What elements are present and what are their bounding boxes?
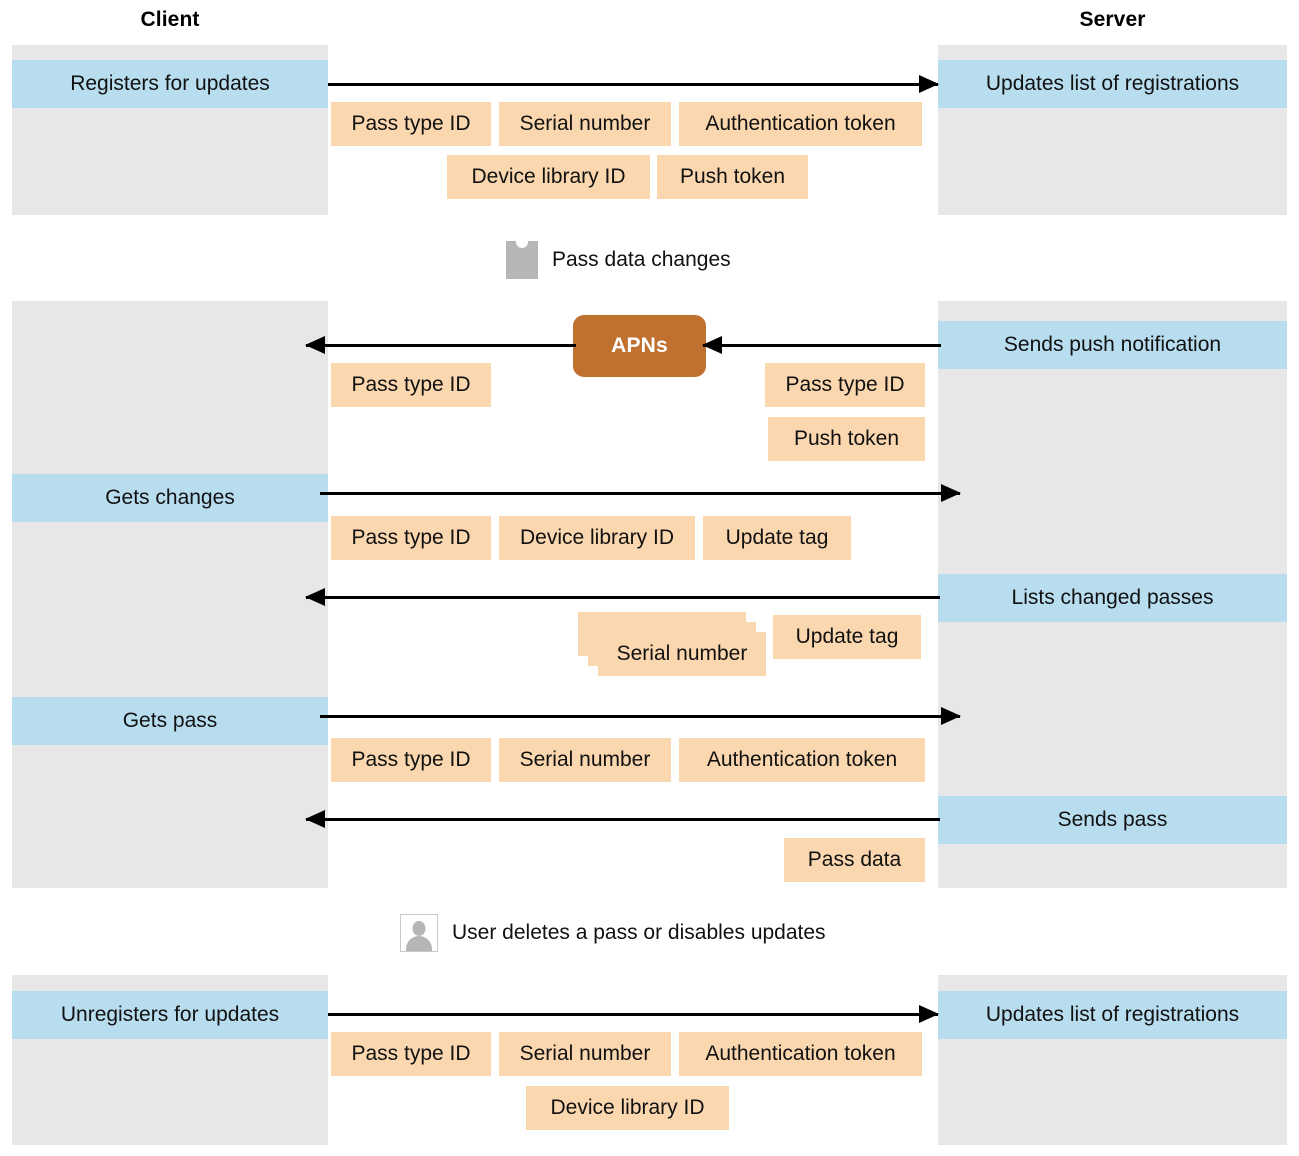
arrow-shaft [306, 595, 940, 599]
column-title-client: Client [140, 8, 200, 31]
payload-chip-label: Push token [793, 427, 900, 450]
arrow-shaft [320, 714, 960, 718]
payload-chip-label: Serial number [519, 748, 651, 771]
payload-chip: Pass type ID [331, 1032, 491, 1076]
client-action-registers: Registers for updates [12, 60, 328, 108]
payload-chip: Push token [657, 155, 808, 199]
event-pass-data-changes: Pass data changes [506, 240, 731, 279]
arrow-shaft [306, 343, 576, 347]
payload-chip: Device library ID [499, 516, 695, 560]
arrow-shaft [703, 343, 941, 347]
payload-chip-label: Pass data [807, 848, 902, 871]
server-action-sends-push: Sends push notification [938, 321, 1287, 369]
payload-chip-label: Update tag [795, 625, 899, 648]
payload-chip: Pass type ID [765, 363, 925, 407]
event-pass-data-changes-label: Pass data changes [552, 248, 731, 271]
payload-chip: Authentication token [679, 102, 922, 146]
payload-chip-label: Authentication token [706, 748, 898, 771]
payload-chip: Device library ID [447, 155, 650, 199]
payload-chip-label: Authentication token [705, 1042, 896, 1065]
arrow-head [919, 1005, 939, 1023]
arrow-shaft [328, 82, 938, 86]
payload-chip: Serial number [499, 102, 671, 146]
server-action-lists-changed-passes-label: Lists changed passes [1011, 586, 1214, 609]
payload-chip-label: Pass type ID [351, 112, 471, 135]
payload-chip: Device library ID [526, 1086, 729, 1130]
payload-chip: Pass type ID [331, 738, 491, 782]
payload-chip-label: Authentication token [705, 112, 896, 135]
user-icon-head [412, 921, 426, 936]
arrow-head [941, 484, 961, 502]
arrow-shaft [306, 817, 940, 821]
payload-chip: Authentication token [679, 738, 925, 782]
payload-chip: Pass type ID [331, 363, 491, 407]
apns-node: APNs [573, 315, 706, 377]
payload-chip: Update tag [773, 615, 921, 659]
arrow-head [941, 707, 961, 725]
payload-chip-label: Pass type ID [785, 373, 905, 396]
arrow-shaft [320, 491, 960, 495]
arrow-head [305, 588, 325, 606]
payload-chip-stack-front: Serial number [598, 632, 766, 676]
payload-chip-label: Pass type ID [351, 748, 471, 771]
client-lane-main [12, 301, 328, 888]
pass-icon-notch [516, 240, 528, 248]
payload-chip: Update tag [703, 516, 851, 560]
server-action-updates-registrations: Updates list of registrations [938, 60, 1287, 108]
arrow-shaft [328, 1012, 938, 1016]
payload-chip: Pass data [784, 838, 925, 882]
server-action-updates-registrations-label: Updates list of registrations [985, 72, 1240, 95]
client-action-unregisters-label: Unregisters for updates [60, 1003, 280, 1026]
payload-chip: Pass type ID [331, 102, 491, 146]
server-action-lists-changed-passes: Lists changed passes [938, 574, 1287, 622]
apns-label: APNs [611, 334, 668, 357]
client-action-registers-label: Registers for updates [70, 72, 270, 95]
payload-chip: Pass type ID [331, 516, 491, 560]
payload-chip-label: Device library ID [550, 1096, 705, 1119]
server-action-sends-pass: Sends pass [938, 796, 1287, 844]
arrow-head [305, 336, 325, 354]
payload-chip: Authentication token [679, 1032, 922, 1076]
pass-icon [506, 240, 538, 279]
payload-chip-label: Pass type ID [351, 526, 471, 549]
payload-chip: Push token [768, 417, 925, 461]
payload-chip-label: Serial number [519, 1042, 651, 1065]
client-action-gets-pass-label: Gets pass [122, 709, 218, 732]
payload-chip: Serial number [499, 1032, 671, 1076]
client-action-gets-changes-label: Gets changes [105, 486, 235, 509]
arrow-head [305, 810, 325, 828]
server-action-updates-registrations-2-label: Updates list of registrations [985, 1003, 1240, 1026]
payload-chip-label: Update tag [725, 526, 829, 549]
payload-chip-label: Device library ID [519, 526, 675, 549]
payload-chip-label: Serial number [519, 112, 651, 135]
payload-chip-label: Device library ID [471, 165, 626, 188]
arrow-head [702, 336, 722, 354]
server-action-sends-push-label: Sends push notification [1003, 333, 1222, 356]
server-action-updates-registrations-2: Updates list of registrations [938, 991, 1287, 1039]
payload-chip-label: Pass type ID [351, 373, 471, 396]
column-title-server: Server [1079, 8, 1146, 31]
payload-chip-label: Pass type ID [351, 1042, 471, 1065]
client-action-gets-changes: Gets changes [12, 474, 328, 522]
arrow-head [919, 75, 939, 93]
payload-chip-label: Push token [679, 165, 786, 188]
event-user-deletes-pass-label: User deletes a pass or disables updates [452, 921, 826, 944]
client-action-unregisters: Unregisters for updates [12, 991, 328, 1039]
server-action-sends-pass-label: Sends pass [1057, 808, 1168, 831]
payload-chip: Serial number [499, 738, 671, 782]
event-user-deletes-pass: User deletes a pass or disables updates [400, 914, 826, 952]
payload-chip-label: Serial number [616, 642, 748, 665]
user-icon-shoulders [406, 936, 432, 951]
client-action-gets-pass: Gets pass [12, 697, 328, 745]
user-icon [400, 914, 438, 952]
